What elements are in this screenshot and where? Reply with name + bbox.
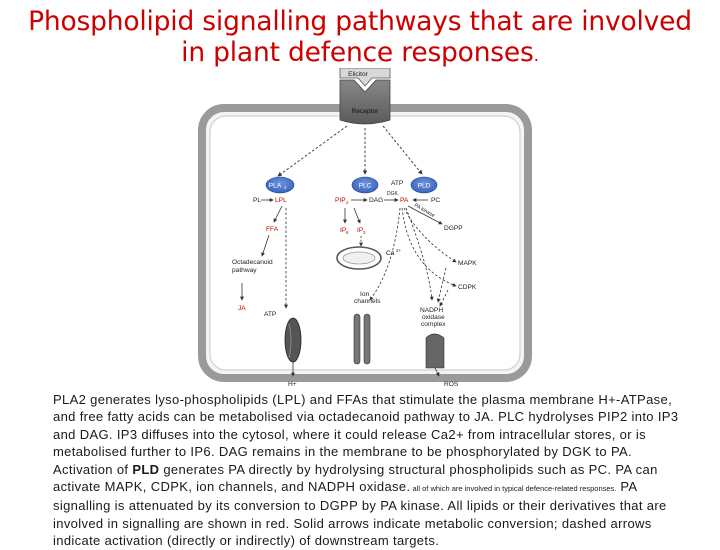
ip3-label: IP xyxy=(357,227,364,234)
caption-pld-bold: PLD xyxy=(132,461,160,477)
pc-label: PC xyxy=(431,197,440,204)
ca-text: Ca xyxy=(386,250,395,257)
ion-channel-right xyxy=(363,313,371,365)
pla2-subscript: 2 xyxy=(284,185,287,190)
ip3-arrow xyxy=(353,207,361,224)
ca-label: Ca xyxy=(386,250,395,257)
ip6-subscript: 6 xyxy=(346,230,349,235)
ion-channels-line-2: channels xyxy=(354,298,381,305)
octadecanoid-line-2: pathway xyxy=(232,267,257,274)
ip3-subscript: 3 xyxy=(363,230,366,235)
figure-caption: PLA2 generates lyso-phospholipids (LPL) … xyxy=(53,391,693,550)
cdpk-label: CDPK xyxy=(458,284,477,291)
caption-small-note: all of which are involved in typical def… xyxy=(410,484,617,494)
pl-label: PL xyxy=(253,197,261,204)
pld-enzyme xyxy=(410,176,438,194)
pip2-subscript: 2 xyxy=(346,200,349,205)
title-line-1: Phospholipid signalling pathways that ar… xyxy=(28,6,692,37)
ffa-label: FFA xyxy=(266,226,279,233)
title-line-2: in plant defence responses. xyxy=(0,37,720,72)
title-line-2-text: in plant defence responses xyxy=(181,37,534,68)
ca-superscript: 2+ xyxy=(396,248,402,253)
atp-top-label: ATP xyxy=(391,180,404,187)
calcium-store-inner xyxy=(342,251,376,265)
phospholipid-pathway-diagram: Elicitor Receptor PLA 2 PLC PLD PL LPL P… xyxy=(198,68,532,388)
caption-part-1: PLA2 generates lyso-phospholipids (LPL) … xyxy=(53,392,679,477)
dag-label: DAG xyxy=(369,197,383,204)
caption-part-2: generates PA directly by hydrolysing str… xyxy=(53,461,658,495)
elicitor-label: Elicitor xyxy=(348,71,369,78)
dgk-label: DGK xyxy=(387,191,399,197)
h-atpase xyxy=(284,317,302,363)
nadph-line-1: NADPH xyxy=(420,307,443,314)
dgpp-label: DGPP xyxy=(444,225,463,232)
ros-arrow xyxy=(434,367,440,377)
pa-label: PA xyxy=(400,197,409,204)
plc-label: PLC xyxy=(359,183,372,190)
pip2-label: PIP xyxy=(335,197,346,204)
elicitor-shape xyxy=(339,68,391,87)
ion-channels-line-1: Ion xyxy=(360,291,369,298)
lpl-to-ffa-arrow xyxy=(273,205,283,223)
page-title: Phospholipid signalling pathways that ar… xyxy=(0,6,720,72)
ion-channel-left xyxy=(353,313,361,365)
pla2-text: PLA xyxy=(269,183,282,190)
lpl-label: LPL xyxy=(275,197,287,204)
ros-label: ROS xyxy=(444,381,459,388)
h-atpase-highlight xyxy=(288,323,292,359)
pla2-enzyme xyxy=(265,176,295,194)
pa-activation-arrows xyxy=(369,207,457,307)
title-trailing-dot: . xyxy=(533,46,539,66)
nadph-line-3: complex xyxy=(421,321,446,328)
activation-arrows-top xyxy=(277,125,423,177)
h-plus-label: H+ xyxy=(288,381,297,388)
ffa-to-octadecanoid-arrow xyxy=(261,234,270,257)
ja-label: JA xyxy=(238,305,246,312)
pld-label: PLD xyxy=(418,183,431,190)
atp-bottom-label: ATP xyxy=(264,311,277,318)
pla2-label: PLA xyxy=(269,183,282,190)
nadph-line-2: oxidase xyxy=(422,314,445,321)
mapk-label: MAPK xyxy=(458,260,477,267)
plc-enzyme xyxy=(351,176,379,194)
receptor-label: Receptor xyxy=(352,108,380,115)
receptor-shape xyxy=(339,79,391,125)
ip6-label: IP xyxy=(340,227,347,234)
octadecanoid-line-1: Octadecanoid xyxy=(232,259,273,266)
pa-to-dgpp-arrow xyxy=(407,205,443,225)
nadph-oxidase-complex xyxy=(425,333,445,369)
